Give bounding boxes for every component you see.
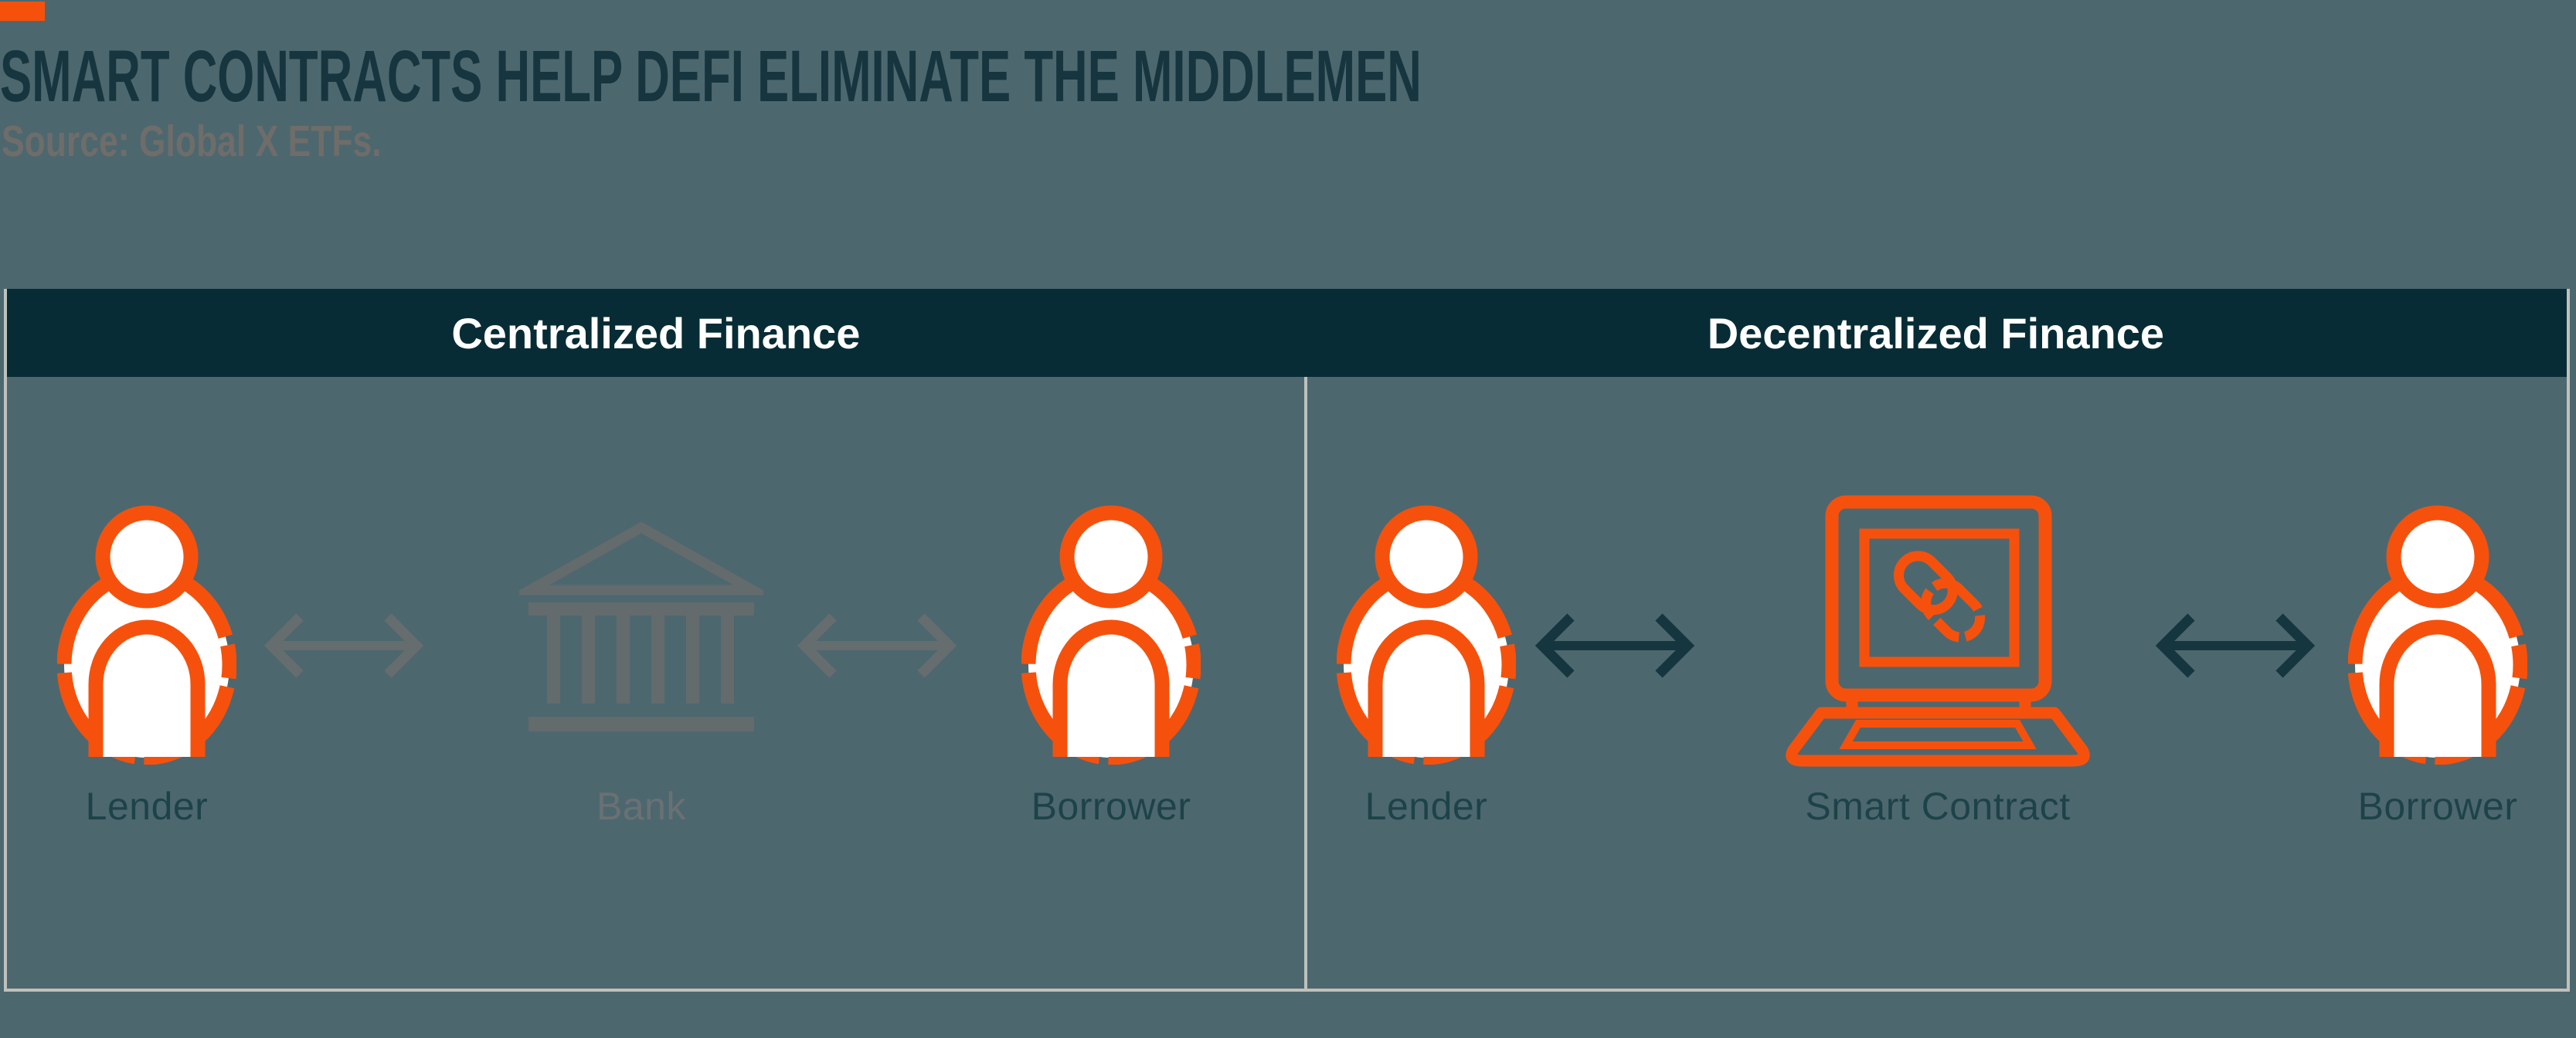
- person-icon: [2348, 499, 2527, 765]
- entity-label: Lender: [85, 785, 209, 828]
- entity-label: Smart Contract: [1805, 785, 2071, 828]
- entity-lender-centralized: Lender: [0, 499, 348, 829]
- panel-header-centralized: Centralized Finance: [451, 308, 861, 358]
- source-note: Source: Global X ETFs.: [2, 117, 382, 166]
- laptop-chain-icon: [1778, 495, 2098, 768]
- entity-smart-contract: Smart Contract: [1737, 499, 2139, 829]
- panel-header-bar: Centralized Finance Decentralized Financ…: [7, 289, 2567, 377]
- entity-borrower-decentralized: Borrower: [2237, 499, 2576, 829]
- entity-label: Borrower: [1031, 785, 1191, 828]
- double-arrow-icon: [1534, 610, 1696, 681]
- accent-bar: [0, 2, 45, 21]
- entity-label: Bank: [596, 785, 686, 828]
- person-icon: [1021, 499, 1201, 765]
- entity-label: Lender: [1364, 785, 1488, 828]
- double-arrow-icon: [263, 610, 425, 681]
- person-icon: [57, 499, 236, 765]
- panel-header-decentralized: Decentralized Finance: [1707, 308, 2164, 358]
- entity-lender-decentralized: Lender: [1225, 499, 1627, 829]
- entity-borrower-centralized: Borrower: [910, 499, 1312, 829]
- page-title: SMART CONTRACTS HELP DEFI ELIMINATE THE …: [0, 36, 1422, 117]
- entity-bank: Bank: [440, 499, 842, 829]
- panel-divider: [1304, 377, 1307, 989]
- entity-label: Borrower: [2357, 785, 2518, 828]
- bank-icon: [519, 517, 763, 746]
- panels-container: Centralized Finance Decentralized Financ…: [4, 289, 2570, 992]
- person-icon: [1337, 499, 1516, 765]
